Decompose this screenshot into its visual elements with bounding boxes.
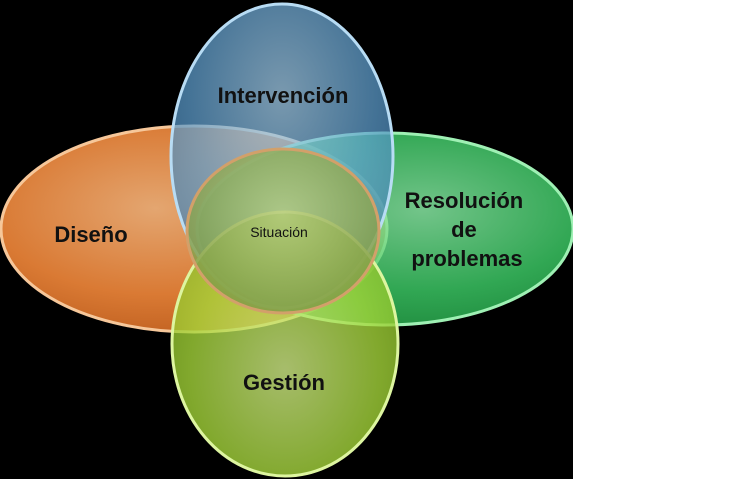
resolucion-label-line-3: problemas bbox=[411, 246, 522, 271]
resolucion-label-line-2: de bbox=[451, 217, 477, 242]
resolucion-label-line-1: Resolución bbox=[405, 188, 524, 213]
situacion-label-line: Situación bbox=[250, 224, 308, 240]
intervencion-label-line: Intervención bbox=[218, 83, 349, 108]
gestion-label: Gestión bbox=[243, 370, 325, 395]
diagram-canvas: Intervención Diseño Resolución de proble… bbox=[0, 0, 573, 479]
overlap-diagram: Intervención Diseño Resolución de proble… bbox=[0, 2, 573, 478]
diseno-label-line: Diseño bbox=[54, 222, 127, 247]
diseno-label: Diseño bbox=[54, 222, 127, 247]
intervencion-label: Intervención bbox=[218, 83, 349, 108]
situacion-circle bbox=[185, 147, 381, 315]
gestion-label-line: Gestión bbox=[243, 370, 325, 395]
resolucion-label: Resolución de problemas bbox=[405, 188, 530, 271]
situacion-label: Situación bbox=[250, 224, 308, 240]
